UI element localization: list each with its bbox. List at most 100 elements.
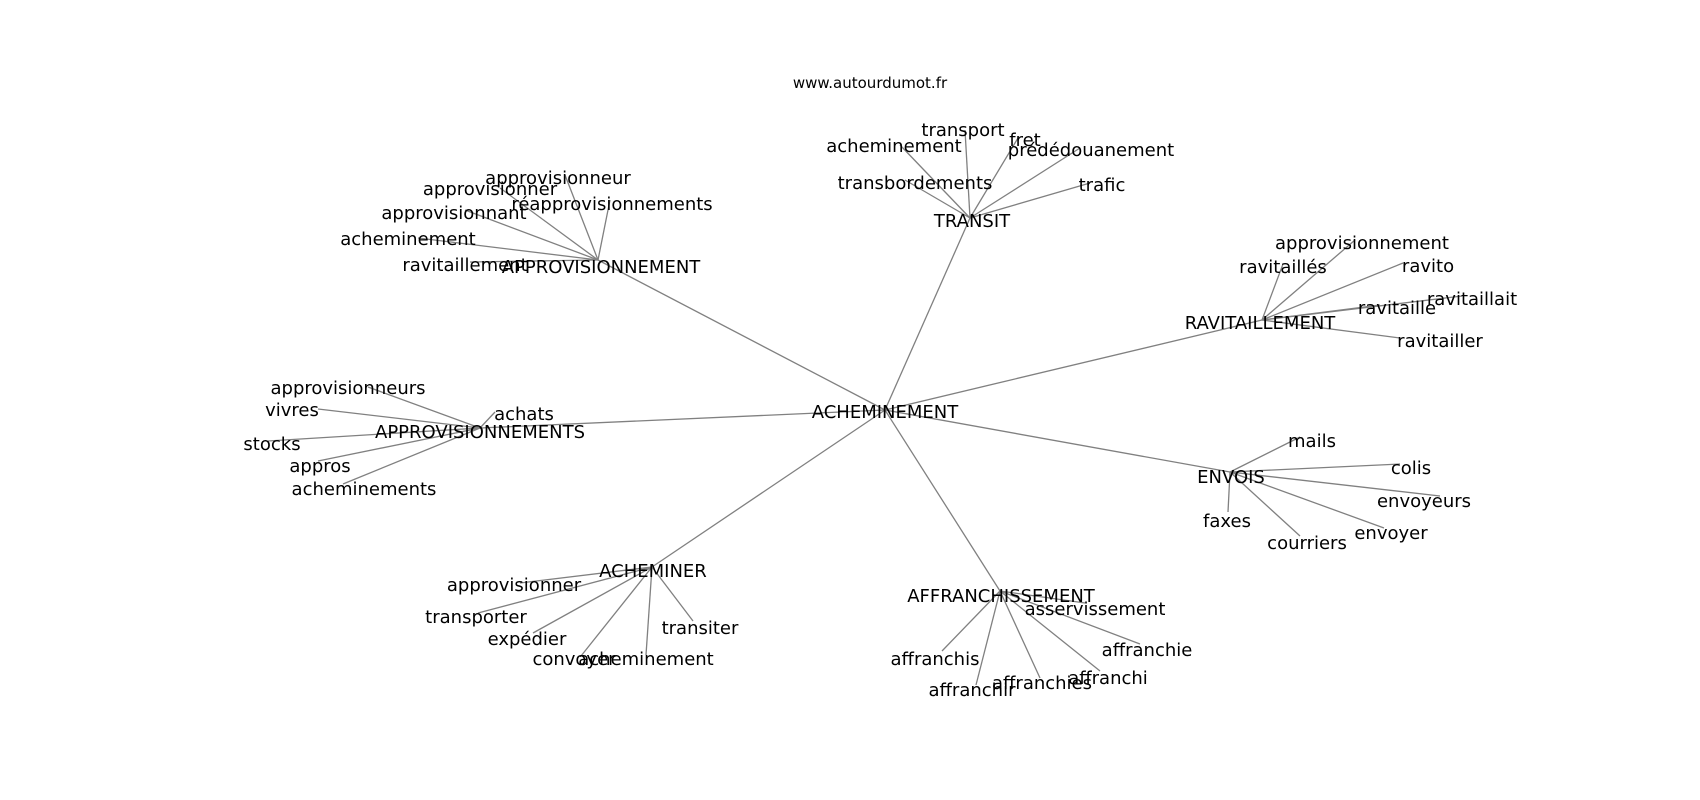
edge-affranchissement-3 (999, 590, 1101, 672)
leaf-node-approvisionnements-0[interactable]: approvisionneurs (270, 378, 425, 399)
cluster-node-transit[interactable]: TRANSIT (933, 211, 1011, 232)
cluster-node-envois[interactable]: ENVOIS (1197, 467, 1265, 488)
edge-approvisionnements-3 (267, 427, 481, 442)
leaf-node-envois-5[interactable]: courriers (1267, 533, 1347, 554)
edge-acheminer-3 (651, 566, 694, 622)
edge-affranchissement-5 (975, 590, 1001, 686)
leaf-node-affranchissement-0[interactable]: asservissement (1025, 599, 1166, 620)
edge-affranchissement-4 (999, 590, 1041, 679)
leaf-node-acheminer-5[interactable]: acheminement (578, 649, 714, 670)
edge-acheminer-2 (532, 566, 653, 634)
edge-envois-2 (1229, 471, 1441, 497)
leaf-node-approvisionnements-2[interactable]: vivres (265, 400, 319, 421)
leaf-node-ravitaillement-2[interactable]: ravito (1402, 256, 1454, 277)
leaf-node-approvisionnements-1[interactable]: achats (494, 404, 554, 425)
leaf-node-approvisionnement-2[interactable]: réapprovisionnements (511, 194, 712, 215)
leaf-node-transit-4[interactable]: transbordements (838, 173, 993, 194)
edge-root-envois (884, 409, 1231, 473)
edge-affranchissement-0 (999, 590, 1086, 604)
root-node-label[interactable]: ACHEMINEMENT (812, 402, 960, 423)
edge-ravitaillement-4 (1261, 295, 1463, 321)
leaf-node-acheminer-1[interactable]: transporter (425, 607, 527, 628)
cluster-node-approvisionnements[interactable]: APPROVISIONNEMENTS (375, 422, 585, 443)
edge-approvisionnement-3 (464, 209, 599, 261)
edge-acheminer-4 (580, 566, 653, 657)
edge-ravitaillement-2 (1261, 262, 1404, 321)
leaf-node-approvisionnement-0[interactable]: approvisionneur (485, 168, 631, 189)
leaf-node-acheminer-0[interactable]: approvisionner (447, 575, 582, 596)
leaf-node-acheminer-4[interactable]: convoyer (532, 649, 616, 670)
edge-approvisionnements-0 (367, 386, 481, 429)
edge-transit-4 (904, 179, 971, 219)
edge-layer (267, 129, 1463, 686)
edge-envois-3 (1227, 471, 1231, 513)
edge-affranchissement-2 (941, 590, 1001, 652)
leaf-node-envois-0[interactable]: mails (1288, 431, 1336, 452)
cluster-node-ravitaillement[interactable]: RAVITAILLEMENT (1185, 313, 1337, 334)
edge-root-approvisionnement (597, 259, 886, 411)
leaf-node-affranchissement-4[interactable]: affranchies (992, 673, 1092, 694)
leaf-node-transit-0[interactable]: transport (921, 120, 1004, 141)
edge-acheminer-5 (645, 566, 653, 656)
watermark: www.autourdumot.fr (793, 74, 948, 92)
edge-envois-1 (1229, 463, 1401, 473)
leaf-node-envois-3[interactable]: faxes (1203, 511, 1251, 532)
leaf-node-transit-1[interactable]: fret (1009, 130, 1040, 151)
leaf-node-ravitaillement-5[interactable]: ravitailler (1397, 331, 1483, 352)
cluster-node-affranchissement[interactable]: AFFRANCHISSEMENT (907, 586, 1096, 607)
edge-approvisionnement-0 (564, 174, 599, 261)
edge-root-acheminer (651, 409, 886, 568)
leaf-node-transit-5[interactable]: trafic (1079, 175, 1126, 196)
edge-acheminer-1 (477, 566, 653, 614)
leaf-node-approvisionnement-4[interactable]: acheminement (340, 229, 476, 250)
edge-transit-0 (964, 129, 971, 219)
leaf-node-acheminer-2[interactable]: expédier (488, 629, 567, 650)
edge-root-transit (884, 217, 971, 411)
edge-transit-1 (969, 137, 1019, 219)
leaf-node-transit-3[interactable]: prédédouanement (1008, 140, 1174, 161)
leaf-node-approvisionnement-5[interactable]: ravitaillement (402, 255, 527, 276)
edge-approvisionnements-4 (317, 427, 481, 462)
leaf-node-envois-4[interactable]: envoyer (1354, 523, 1428, 544)
leaf-node-approvisionnements-3[interactable]: stocks (243, 434, 300, 455)
leaf-node-affranchissement-2[interactable]: affranchis (891, 649, 980, 670)
leaf-node-transit-2[interactable]: acheminement (826, 136, 962, 157)
leaf-node-approvisionnement-3[interactable]: approvisionnant (381, 203, 526, 224)
edge-transit-2 (899, 144, 971, 219)
leaf-node-affranchissement-1[interactable]: affranchie (1102, 640, 1193, 661)
edge-transit-5 (969, 182, 1091, 219)
leaf-node-ravitaillement-0[interactable]: approvisionnement (1275, 233, 1449, 254)
leaf-node-affranchissement-3[interactable]: affranchi (1068, 668, 1148, 689)
leaf-node-ravitaillement-1[interactable]: ravitaillés (1239, 257, 1327, 278)
edge-approvisionnement-1 (499, 187, 599, 261)
leaf-node-approvisionnement-1[interactable]: approvisionner (423, 179, 558, 200)
edge-approvisionnement-5 (469, 259, 599, 263)
cluster-node-approvisionnement[interactable]: APPROVISIONNEMENT (502, 257, 702, 278)
edge-approvisionnement-4 (417, 237, 599, 261)
leaf-node-acheminer-3[interactable]: transiter (662, 618, 739, 639)
leaf-node-approvisionnements-5[interactable]: acheminements (292, 479, 437, 500)
edge-transit-3 (969, 147, 1081, 219)
edge-approvisionnements-1 (479, 411, 496, 429)
edge-root-ravitaillement (884, 319, 1263, 411)
edge-envois-4 (1229, 471, 1385, 529)
cluster-node-acheminer[interactable]: ACHEMINER (599, 561, 707, 582)
leaf-node-affranchissement-5[interactable]: affranchir (929, 680, 1017, 701)
edge-root-affranchissement (884, 409, 1001, 592)
edge-approvisionnement-2 (597, 199, 611, 261)
leaf-node-ravitaillement-4[interactable]: ravitaillait (1427, 289, 1517, 310)
leaf-node-ravitaillement-3[interactable]: ravitaille (1358, 298, 1436, 319)
leaf-node-envois-1[interactable]: colis (1391, 458, 1431, 479)
leaf-node-envois-2[interactable]: envoyeurs (1377, 491, 1471, 512)
edge-envois-0 (1229, 436, 1301, 473)
edge-ravitaillement-5 (1261, 319, 1401, 339)
edge-ravitaillement-0 (1261, 239, 1356, 321)
edge-acheminer-0 (519, 566, 653, 584)
edge-affranchissement-1 (999, 590, 1141, 645)
leaf-node-approvisionnements-4[interactable]: appros (289, 456, 350, 477)
edge-envois-5 (1229, 471, 1301, 537)
edge-approvisionnements-2 (317, 408, 481, 429)
edge-approvisionnements-5 (342, 427, 481, 485)
